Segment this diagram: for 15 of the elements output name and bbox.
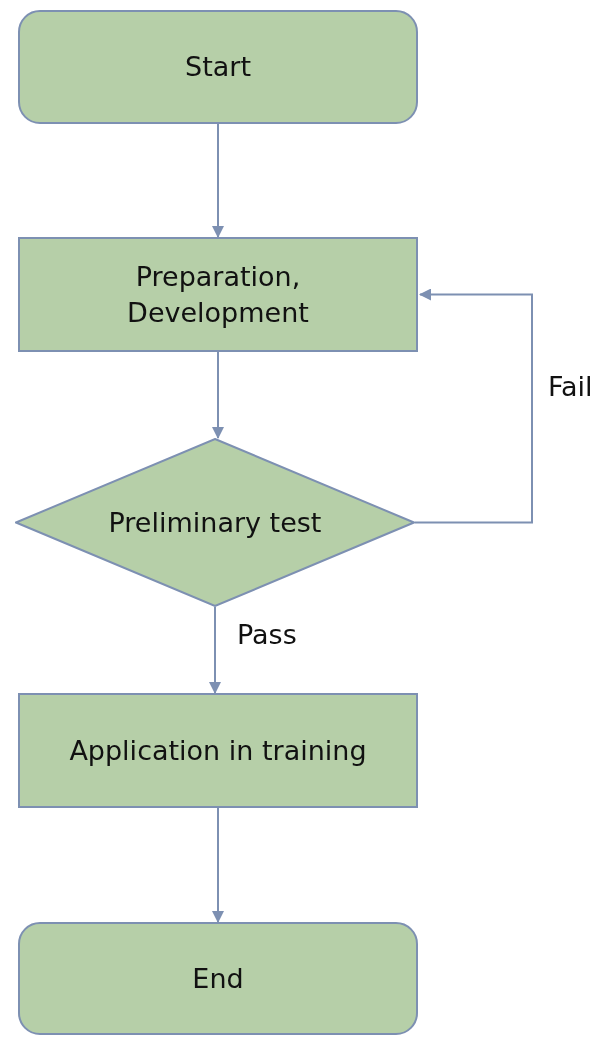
decision-diamond [15, 438, 415, 607]
process-box [18, 693, 418, 808]
process-box [18, 237, 418, 352]
terminal-box [18, 922, 418, 1035]
node-text: Preliminary test [108, 505, 322, 540]
arrow [212, 807, 224, 923]
terminal-box [18, 10, 418, 124]
arrow [212, 351, 224, 439]
node-text: Start [185, 50, 251, 85]
node-text: Preparation, Development [126, 260, 310, 330]
node-text: Application in training [69, 733, 367, 768]
arrow [209, 606, 221, 694]
arrow [212, 123, 224, 238]
node-text: End [192, 961, 244, 996]
arrow [414, 288, 533, 524]
